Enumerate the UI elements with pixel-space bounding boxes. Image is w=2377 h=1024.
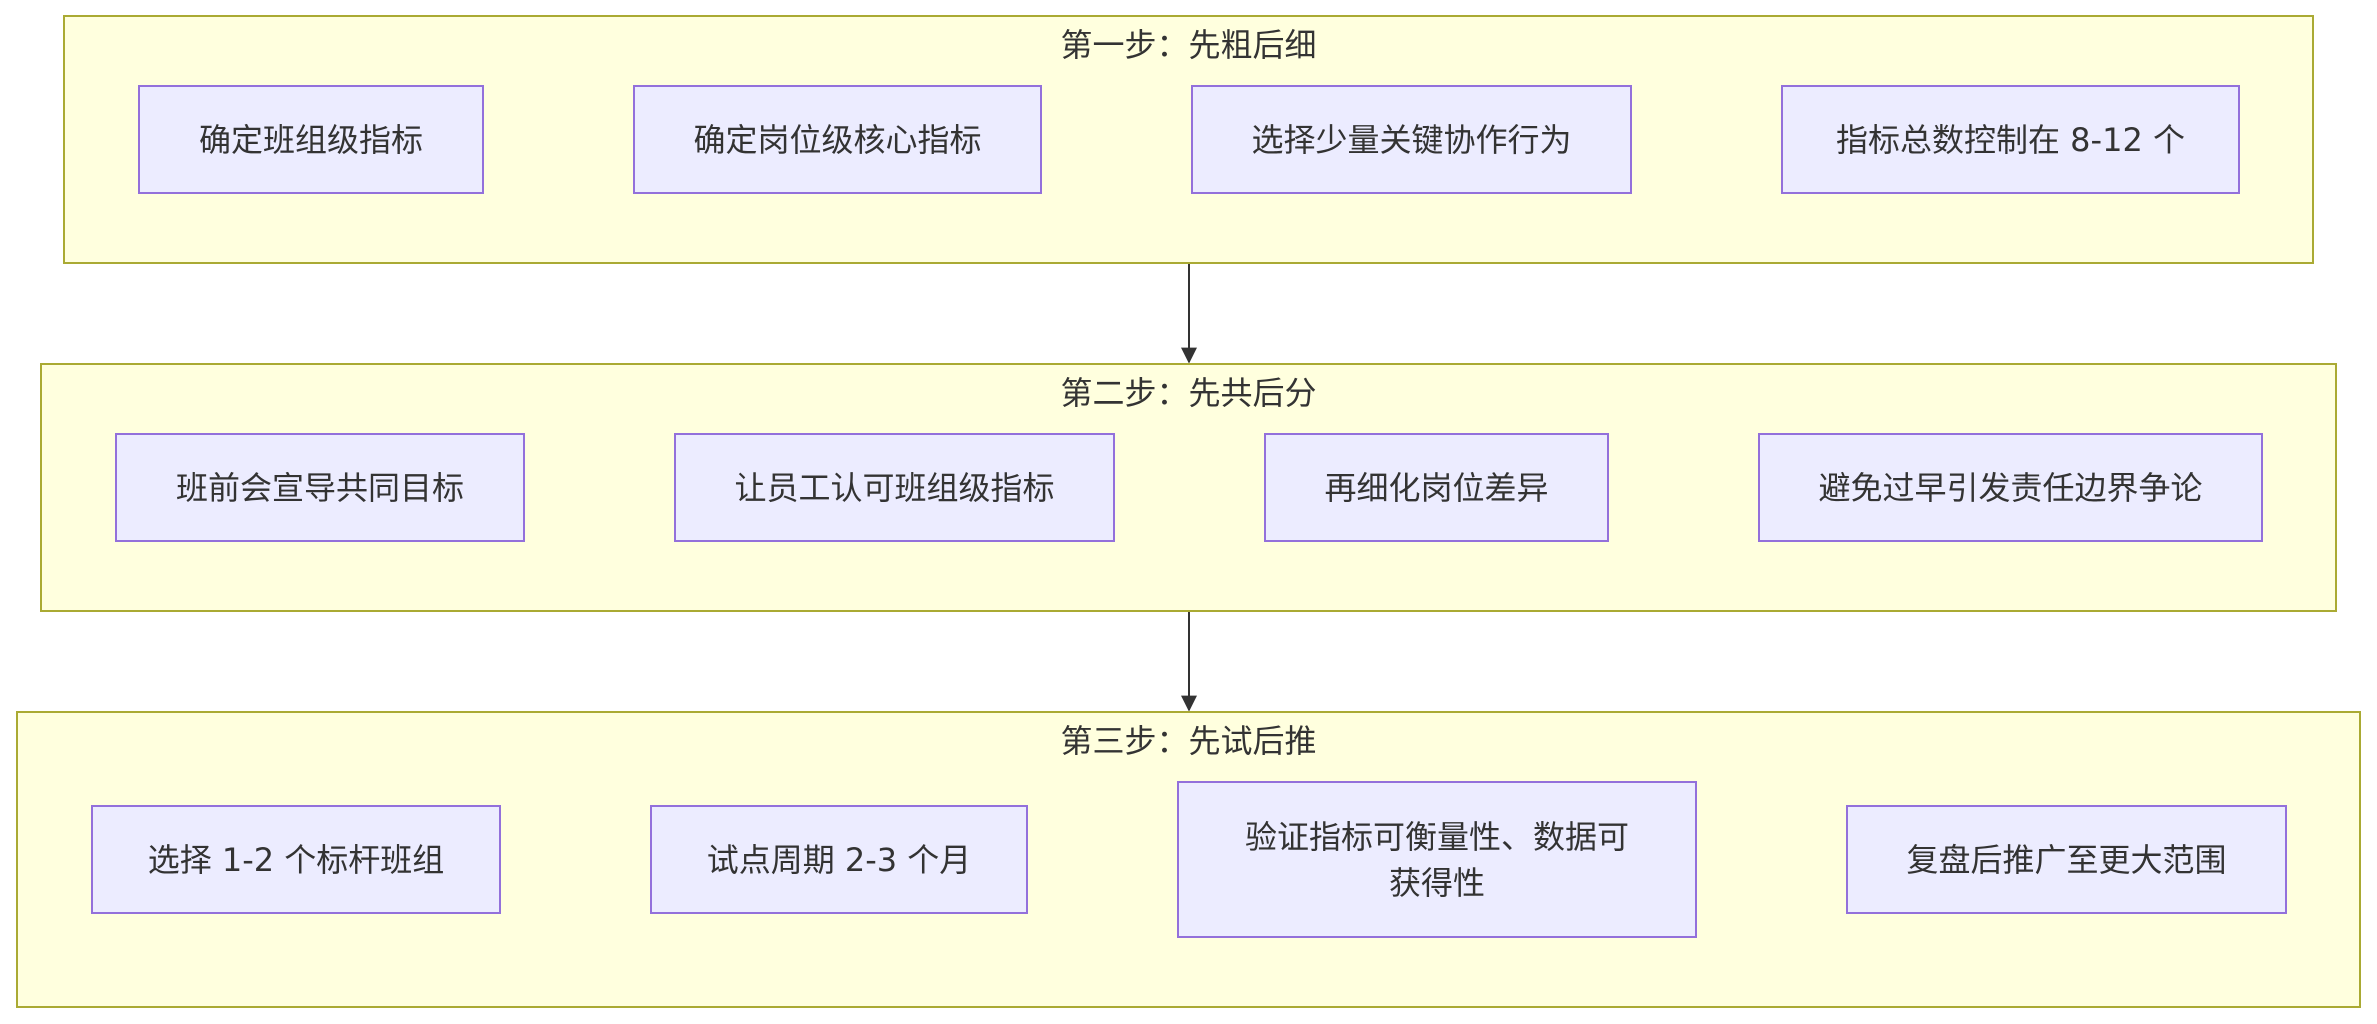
- step-2-node-4[interactable]: 避免过早引发责任边界争论: [1758, 433, 2263, 542]
- step-2-title: 第二步：先共后分: [1060, 374, 1317, 412]
- step-2-node-1[interactable]: 班前会宣导共同目标: [115, 433, 525, 542]
- step-1-node-4[interactable]: 指标总数控制在 8-12 个: [1781, 85, 2240, 194]
- step-3-title: 第三步：先试后推: [1060, 722, 1317, 760]
- step-2-node-3[interactable]: 再细化岗位差异: [1264, 433, 1609, 542]
- step-3-node-2[interactable]: 试点周期 2-3 个月: [650, 805, 1028, 914]
- step-3-node-3[interactable]: 验证指标可衡量性、数据可获得性: [1177, 781, 1697, 938]
- step-3-node-1[interactable]: 选择 1-2 个标杆班组: [91, 805, 501, 914]
- step-1-node-3[interactable]: 选择少量关键协作行为: [1191, 85, 1632, 194]
- step-3-node-4[interactable]: 复盘后推广至更大范围: [1846, 805, 2287, 914]
- step-1-title: 第一步：先粗后细: [1060, 26, 1317, 64]
- step-2-node-2[interactable]: 让员工认可班组级指标: [674, 433, 1115, 542]
- step-1-node-2[interactable]: 确定岗位级核心指标: [633, 85, 1042, 194]
- step-1-node-1[interactable]: 确定班组级指标: [138, 85, 484, 194]
